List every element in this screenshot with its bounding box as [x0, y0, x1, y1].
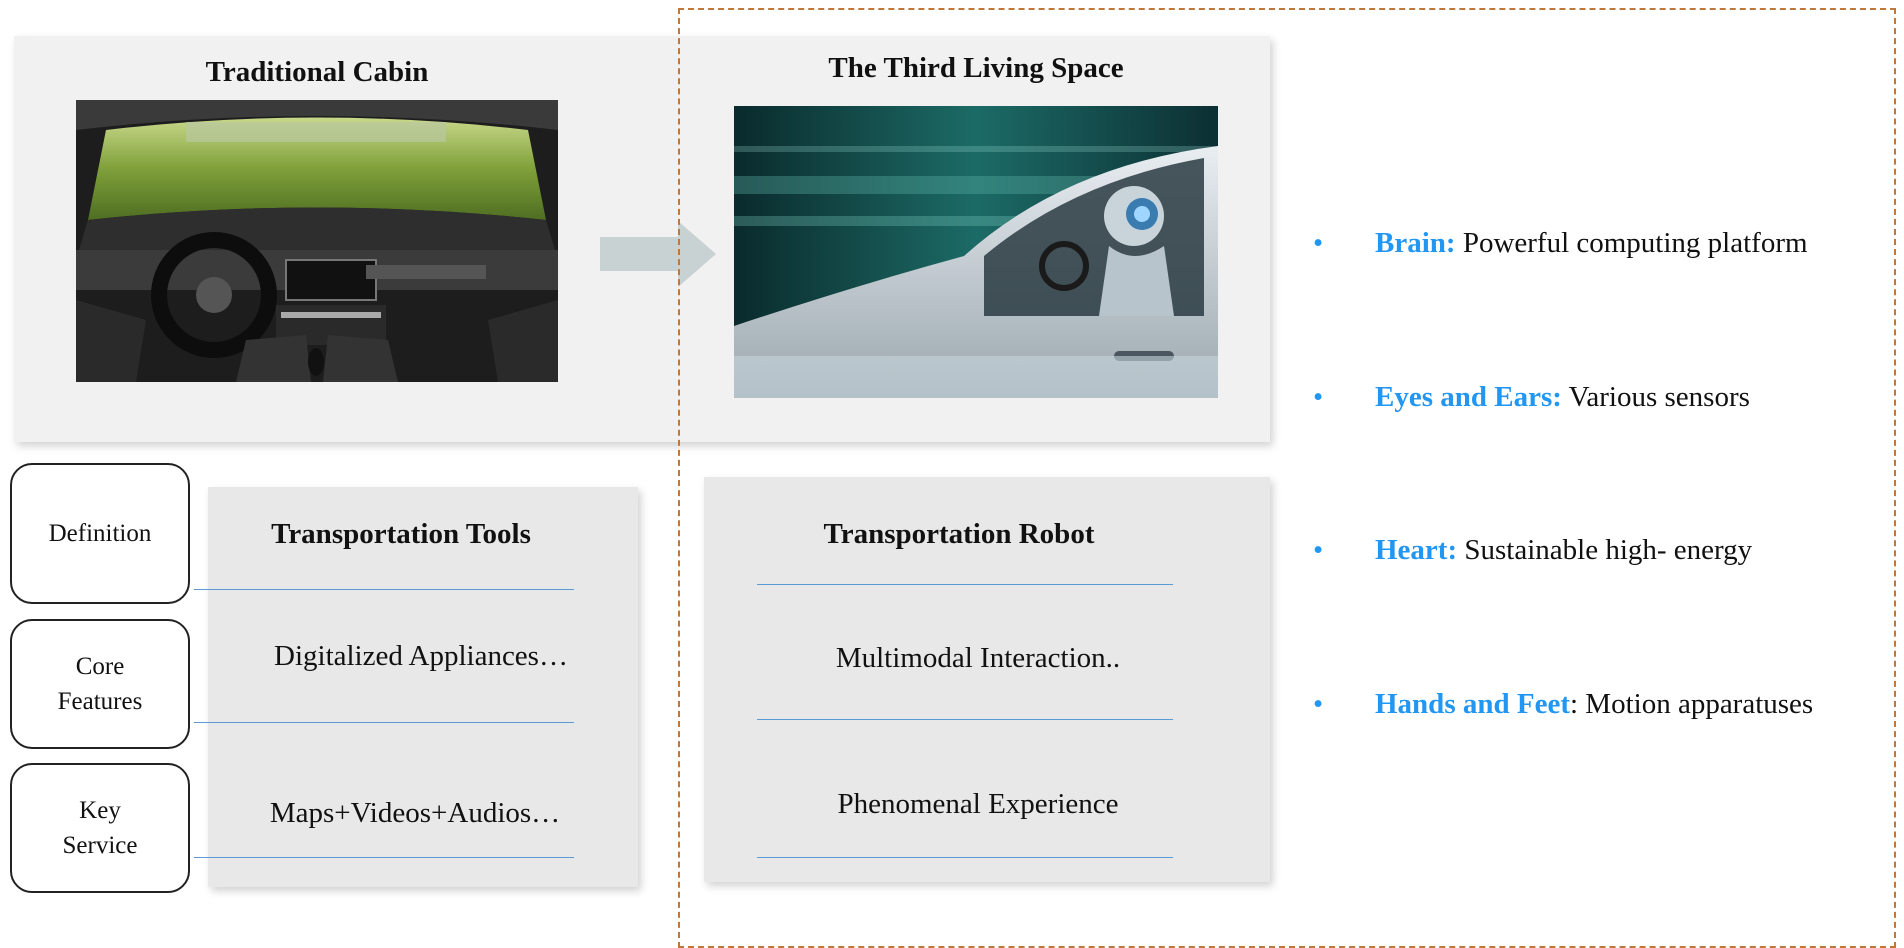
bullet-key: Brain:	[1375, 227, 1456, 259]
key-service-traditional: Maps+Videos+Audios…	[269, 797, 561, 829]
divider-line	[194, 722, 574, 723]
core-feature-robot: Multimodal Interaction..	[835, 642, 1121, 674]
third-living-space-title: The Third Living Space	[828, 52, 1124, 84]
divider-line	[757, 719, 1173, 720]
divider-line	[757, 584, 1173, 585]
traditional-cabin-photo	[76, 100, 558, 382]
bullet-hands-feet: • Hands and Feet: Motion apparatuses	[1313, 688, 1813, 721]
transportation-robot-title: Transportation Robot	[823, 518, 1095, 550]
row-label-key-service: Key Service	[10, 763, 190, 893]
row-label-definition: Definition	[10, 463, 190, 604]
bullet-dot-icon: •	[1313, 381, 1324, 413]
divider-line	[194, 857, 574, 858]
bullet-text: Powerful computing platform	[1455, 227, 1808, 259]
bullet-key: Heart:	[1375, 534, 1458, 566]
key-service-robot: Phenomenal Experience	[837, 788, 1119, 820]
transportation-tools-card	[208, 487, 638, 887]
divider-line	[194, 589, 574, 590]
bullet-text: Various sensors	[1561, 381, 1750, 413]
bullet-dot-icon: •	[1313, 227, 1324, 259]
bullet-key: Hands and Feet	[1375, 688, 1570, 720]
bullet-heart: • Heart: Sustainable high- energy	[1313, 534, 1752, 567]
traditional-cabin-title: Traditional Cabin	[205, 56, 429, 88]
transportation-robot-card	[704, 477, 1270, 882]
robot-driver-photo	[734, 106, 1218, 398]
divider-line	[757, 857, 1173, 858]
bullet-brain: • Brain: Powerful computing platform	[1313, 227, 1808, 260]
bullet-dot-icon: •	[1313, 534, 1324, 566]
bullet-text: Sustainable high- energy	[1457, 534, 1753, 566]
bullet-text: : Motion apparatuses	[1569, 688, 1814, 720]
bullet-key: Eyes and Ears:	[1375, 381, 1562, 413]
bullet-dot-icon: •	[1313, 688, 1324, 720]
core-feature-traditional: Digitalized Appliances…	[274, 640, 568, 672]
transportation-tools-title: Transportation Tools	[271, 518, 531, 550]
row-label-core-features: Core Features	[10, 619, 190, 749]
bullet-eyes-ears: • Eyes and Ears: Various sensors	[1313, 381, 1750, 414]
transition-arrow-icon	[600, 221, 716, 292]
